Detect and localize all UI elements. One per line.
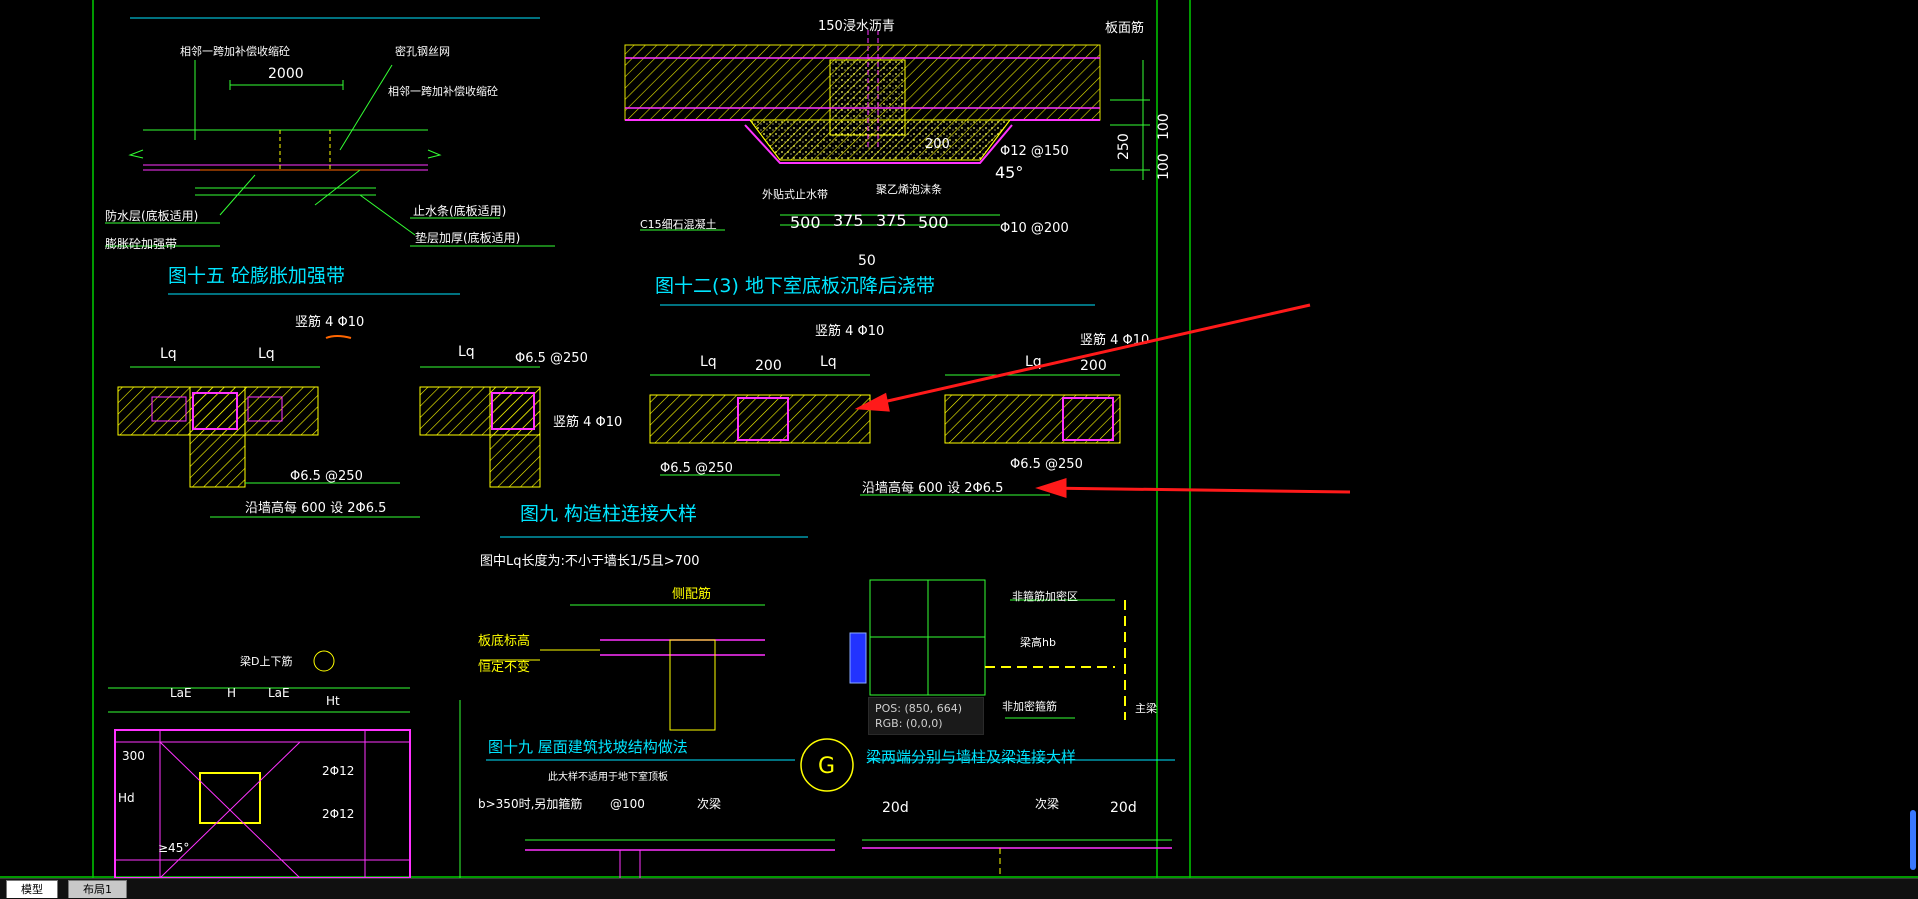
- beam-title: 梁两端分别与墙柱及梁连接大样: [866, 748, 1076, 766]
- wall-opening-detail: 2Φ12 2Φ12 300 Hd H LaE LaE Ht ≥45° 梁D上下筋: [108, 650, 461, 878]
- fig12-settlement-band: 150浸水沥青 板面筋 Φ12 @150 Φ10 @200 45° C15细石混…: [624, 19, 1172, 306]
- label-d4: 此大样不适用于地下室顶板: [548, 770, 668, 783]
- dim-375a: 375: [833, 211, 864, 230]
- label-c6: 竖筋 4 Φ10: [815, 323, 884, 339]
- label-a6: 止水条(底板适用): [413, 203, 506, 218]
- lq-5: Lq: [820, 354, 837, 370]
- tab-model[interactable]: 模型: [6, 880, 58, 898]
- dim-500a: 500: [790, 213, 821, 232]
- fig9-title: 图九 构造柱连接大样: [520, 503, 697, 525]
- label-e1: 非箍筋加密区: [1012, 589, 1078, 603]
- label-e2: 梁高hb: [1020, 635, 1056, 649]
- label-f5: H: [227, 686, 236, 700]
- label-f10: 梁D上下筋: [240, 654, 292, 668]
- label-f4: Hd: [118, 791, 135, 805]
- g-marker: G: [818, 754, 835, 779]
- dim-200b: 200: [1080, 358, 1107, 374]
- label-c3: 竖筋 4 Φ10: [553, 414, 622, 430]
- label-c1: 竖筋 4 Φ10: [295, 314, 364, 330]
- red-arrows: [854, 303, 1351, 499]
- label-e3: 非加密箍筋: [1002, 699, 1057, 713]
- label-d9: 次梁: [1035, 796, 1059, 811]
- label-d7: 次梁: [697, 796, 721, 811]
- tab-layout1[interactable]: 布局1: [68, 880, 127, 898]
- label-e4: 主梁: [1135, 701, 1157, 715]
- fig9-column-detail: 竖筋 4 Φ10 Φ6.5 @250 竖筋 4 Φ10 Φ6.5 @250 沿墙…: [117, 314, 1149, 569]
- label-a2: 密孔钢丝网: [395, 44, 450, 58]
- label-f9: ≥45°: [158, 841, 189, 855]
- label-b5: 45°: [995, 163, 1023, 182]
- tooltip-pos: POS: (850, 664): [875, 702, 963, 715]
- label-c10: 沿墙高每 600 设 2Φ6.5: [862, 480, 1003, 496]
- cad-drawing-canvas[interactable]: 2000 相邻一跨加补偿收缩砼 密孔钢丝网 相邻一跨加补偿收缩砼 防水层(底板适…: [0, 0, 1918, 878]
- fig19-roof-slope: G 板底标高 恒定不变 侧配筋 图十九 屋面建筑找坡结构做法 此大样不适用于地下…: [478, 586, 854, 878]
- label-f1: 2Φ12: [322, 764, 354, 778]
- fig15-title: 图十五 砼膨胀加强带: [168, 265, 345, 287]
- dim-100a: 100: [1156, 113, 1172, 140]
- label-d2: 恒定不变: [478, 659, 530, 675]
- label-a5: 膨胀砼加强带: [105, 237, 177, 251]
- layout-tab-bar: 模型 布局1: [0, 878, 1918, 899]
- label-c5: 沿墙高每 600 设 2Φ6.5: [245, 500, 386, 516]
- lq-1: Lq: [160, 346, 177, 362]
- label-b7: 外贴式止水带: [762, 187, 828, 201]
- lq-3: Lq: [458, 344, 475, 360]
- label-b9: 200: [925, 137, 950, 152]
- label-d10: 20d: [1110, 800, 1137, 816]
- dim-100b: 100: [1156, 153, 1172, 180]
- label-f6: LaE: [170, 686, 192, 700]
- beam-connection-detail: 非箍筋加密区 梁高hb 非加密箍筋 主梁 梁两端分别与墙柱及梁连接大样 20d …: [849, 579, 1175, 878]
- label-a3: 相邻一跨加补偿收缩砼: [388, 84, 498, 98]
- label-a1: 相邻一跨加补偿收缩砼: [180, 44, 290, 58]
- lq-2: Lq: [258, 346, 275, 362]
- fig15-expansion-band: 2000 相邻一跨加补偿收缩砼 密孔钢丝网 相邻一跨加补偿收缩砼 防水层(底板适…: [105, 17, 555, 295]
- dim-2000: 2000: [268, 66, 304, 82]
- label-c2: Φ6.5 @250: [290, 469, 363, 484]
- label-b4: Φ10 @200: [1000, 221, 1069, 236]
- fig19-title: 图十九 屋面建筑找坡结构做法: [488, 738, 688, 756]
- label-b8: 聚乙烯泡沫条: [876, 182, 942, 196]
- fig12-title: 图十二(3) 地下室底板沉降后浇带: [655, 275, 935, 297]
- label-f7: LaE: [268, 686, 290, 700]
- label-f2: 2Φ12: [322, 807, 354, 821]
- lq-note: 图中Lq长度为:不小于墙长1/5且>700: [480, 553, 700, 569]
- label-f8: Ht: [326, 694, 340, 708]
- pixel-info-tooltip: POS: (850, 664) RGB: (0,0,0): [868, 697, 984, 735]
- label-d8: 20d: [882, 800, 909, 816]
- label-c4: Φ6.5 @250: [515, 351, 588, 366]
- dim-500b: 500: [918, 213, 949, 232]
- dim-375b: 375: [876, 211, 907, 230]
- dim-250: 250: [1116, 133, 1132, 160]
- label-a4: 防水层(底板适用): [105, 208, 198, 223]
- label-b1: 150浸水沥青: [818, 19, 895, 34]
- label-d3: 侧配筋: [672, 586, 711, 602]
- label-c8: 竖筋 4 Φ10: [1080, 332, 1149, 348]
- label-c9: Φ6.5 @250: [1010, 457, 1083, 472]
- dim-200a: 200: [755, 358, 782, 374]
- tooltip-rgb: RGB: (0,0,0): [875, 717, 943, 730]
- label-d5: b>350时,另加箍筋: [478, 796, 582, 811]
- dim-50: 50: [858, 253, 876, 269]
- label-a7: 垫层加厚(底板适用): [415, 230, 520, 245]
- label-f3: 300: [122, 749, 145, 763]
- label-b3: Φ12 @150: [1000, 144, 1069, 159]
- label-d1: 板底标高: [478, 633, 530, 649]
- label-d6: @100: [610, 797, 645, 811]
- vertical-scrollbar[interactable]: [1910, 810, 1916, 870]
- label-b2: 板面筋: [1105, 20, 1144, 36]
- label-c7: Φ6.5 @250: [660, 461, 733, 476]
- lq-4: Lq: [700, 354, 717, 370]
- label-b6: C15细石混凝土: [640, 217, 717, 231]
